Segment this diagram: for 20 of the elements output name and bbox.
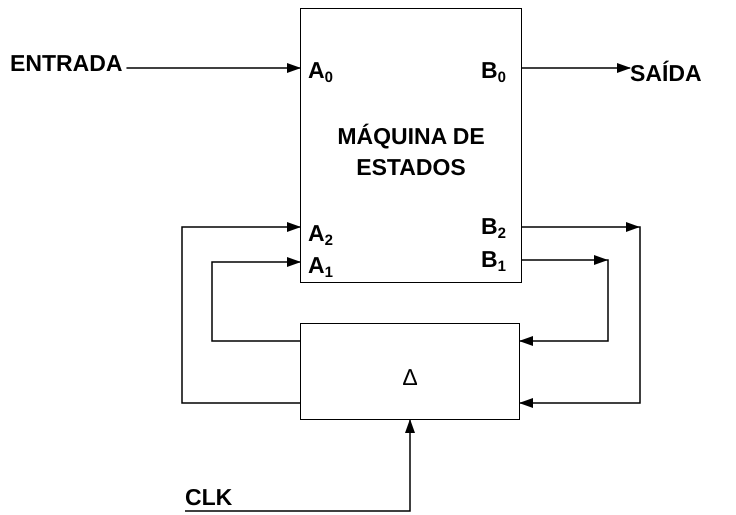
arrow [185,419,415,512]
pin-label: A$_{1}$ [308,254,333,277]
delay-box [300,323,520,420]
arrow [522,63,631,73]
io-label: SAÍDA [630,60,702,86]
pin-label: B$_{0}$ [481,59,506,82]
signal-label: CLK [185,484,232,511]
io-label: ENTRADA [10,50,126,76]
arrow [181,222,301,404]
state-machine-box [300,8,522,283]
delay-symbol: Δ [401,363,419,392]
arrow [519,222,641,408]
block-title: MÁQUINA DE ESTADOS [336,122,486,182]
arrow [211,257,301,342]
arrow [519,255,609,346]
pin-label: A$_{0}$ [308,59,333,82]
pin-label: A$_{2}$ [308,222,333,245]
pin-label: B$_{2}$ [481,215,506,238]
arrow [126,63,301,73]
pin-label: B$_{1}$ [481,248,506,271]
